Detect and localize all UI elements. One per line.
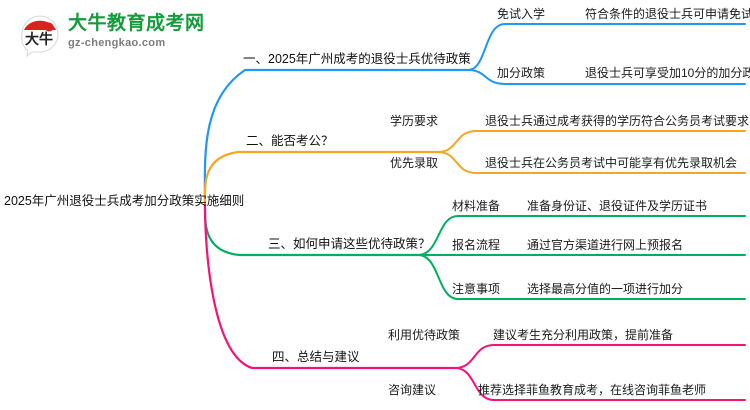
branch-line-1 [203,68,470,207]
logo-mark-icon: 大牛 [18,14,62,58]
sub-line-4-2 [454,367,746,401]
logo-mark-text: 大牛 [25,31,53,47]
sub-node-1-2[interactable]: 加分政策 [497,66,546,80]
sub-node-4-1[interactable]: 利用优待政策 [388,328,461,342]
leaf-node-2-2[interactable]: 退役士兵在公务员考试中可能享有优先录取机会 [485,156,738,170]
leaf-node-1-2[interactable]: 退役士兵可享受加10分的加分政策 [585,66,750,80]
sub-line-4-1 [454,344,746,369]
sub-line-1-1 [467,23,746,71]
logo-url: gz-chengkao.com [68,37,166,49]
sub-node-3-2[interactable]: 报名流程 [452,238,501,252]
sub-line-1-2 [467,69,746,85]
sub-line-2-2 [437,151,746,174]
branch-node-4[interactable]: 四、总结与建议 [272,350,360,364]
leaf-node-4-2[interactable]: 推荐选择菲鱼教育成考，在线咨询菲鱼老师 [478,383,707,397]
sub-line-3-1 [417,215,746,256]
site-logo: 大牛 大牛教育成考网 gz-chengkao.com [18,12,218,60]
leaf-node-3-3[interactable]: 选择最高分值的一项进行加分 [527,282,684,296]
logo-text-block: 大牛教育成考网 gz-chengkao.com [68,12,205,50]
sub-node-1-1[interactable]: 免试入学 [497,7,546,21]
branch-line-2 [203,150,440,207]
sub-line-2-1 [437,130,746,153]
sub-node-4-2[interactable]: 咨询建议 [388,383,437,397]
root-node[interactable]: 2025年广州退役士兵成考加分政策实施细则 [4,194,245,208]
leaf-node-3-1[interactable]: 准备身份证、退役证件及学历证书 [527,199,708,213]
branch-node-2[interactable]: 二、能否考公？ [246,134,334,148]
leaf-node-4-1[interactable]: 建议考生充分利用政策，提前准备 [493,328,674,342]
branch-node-3[interactable]: 三、如何申请这些优待政策？ [268,237,431,251]
leaf-node-3-2[interactable]: 通过官方渠道进行网上预报名 [527,238,684,252]
leaf-node-1-1[interactable]: 符合条件的退役士兵可申请免试入学 [585,7,750,21]
branch-line-4 [203,203,457,370]
sub-node-2-1[interactable]: 学历要求 [390,114,439,128]
leaf-node-2-1[interactable]: 退役士兵通过成考获得的学历符合公务员考试要求 [485,114,750,128]
branch-node-1[interactable]: 一、2025年广州成考的退役士兵优待政策 [243,52,471,66]
sub-line-3-3 [417,254,746,300]
logo-title: 大牛教育成考网 [68,13,205,34]
sub-node-3-1[interactable]: 材料准备 [452,199,501,213]
sub-node-3-3[interactable]: 注意事项 [452,282,501,296]
sub-node-2-2[interactable]: 优先录取 [390,156,439,170]
